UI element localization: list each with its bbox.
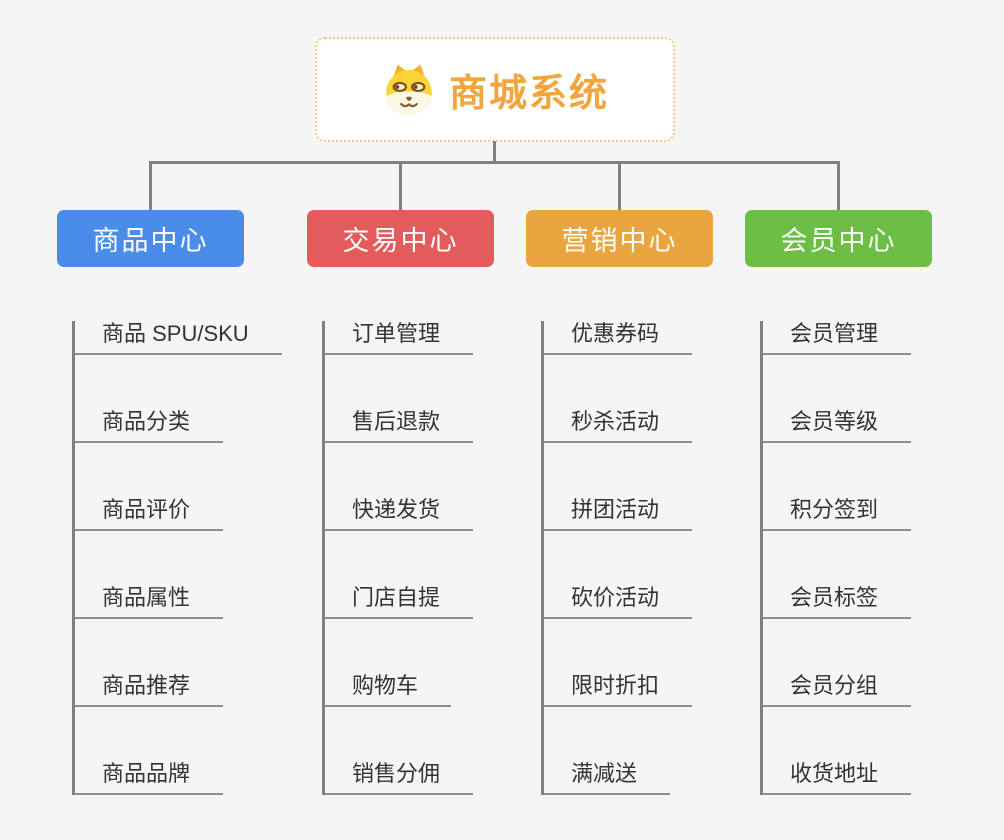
- leaf-node[interactable]: 满减送: [544, 761, 671, 795]
- branch-node-marketing-center[interactable]: 营销中心: [526, 210, 713, 267]
- leaf-node[interactable]: 商品品牌: [75, 761, 224, 795]
- dog-face-icon: [386, 64, 432, 115]
- leaf-node[interactable]: 会员等级: [763, 409, 912, 443]
- leaf-node[interactable]: 限时折扣: [544, 673, 693, 707]
- leaf-node[interactable]: 会员管理: [763, 321, 912, 355]
- leaf-node[interactable]: 售后退款: [325, 409, 474, 443]
- root-node[interactable]: 商城系统: [315, 37, 675, 142]
- branch-node-product-center[interactable]: 商品中心: [57, 210, 244, 267]
- root-node-title: 商城系统: [448, 73, 609, 115]
- leaf-node[interactable]: 快递发货: [325, 497, 474, 531]
- leaf-node[interactable]: 拼团活动: [544, 497, 693, 531]
- branch-leaves-member: 会员管理 会员等级 积分签到 会员标签 会员分组 收货地址: [760, 321, 932, 795]
- branch-column-product: 商品中心 商品 SPU/SKU 商品分类 商品评价 商品属性 商品推荐 商品品牌: [57, 210, 282, 795]
- branch-node-trade-center[interactable]: 交易中心: [307, 210, 494, 267]
- leaf-node[interactable]: 商品 SPU/SKU: [75, 321, 282, 355]
- leaf-node[interactable]: 商品推荐: [75, 673, 224, 707]
- connector-root-drop: [493, 141, 496, 162]
- leaf-node[interactable]: 商品分类: [75, 409, 224, 443]
- leaf-node[interactable]: 销售分佣: [325, 761, 474, 795]
- leaf-node[interactable]: 门店自提: [325, 585, 474, 619]
- branch-leaves-product: 商品 SPU/SKU 商品分类 商品评价 商品属性 商品推荐 商品品牌: [72, 321, 282, 795]
- branch-leaves-trade: 订单管理 售后退款 快递发货 门店自提 购物车 销售分佣: [322, 321, 494, 795]
- leaf-node[interactable]: 优惠券码: [544, 321, 693, 355]
- branch-column-member: 会员中心 会员管理 会员等级 积分签到 会员标签 会员分组 收货地址: [745, 210, 932, 795]
- leaf-node[interactable]: 会员分组: [763, 673, 912, 707]
- branch-node-member-center[interactable]: 会员中心: [745, 210, 932, 267]
- leaf-node[interactable]: 购物车: [325, 673, 452, 707]
- connector-drop-product: [149, 161, 152, 210]
- leaf-node[interactable]: 会员标签: [763, 585, 912, 619]
- branch-column-marketing: 营销中心 优惠券码 秒杀活动 拼团活动 砍价活动 限时折扣 满减送: [526, 210, 713, 795]
- leaf-node[interactable]: 收货地址: [763, 761, 912, 795]
- leaf-node[interactable]: 秒杀活动: [544, 409, 693, 443]
- branch-column-trade: 交易中心 订单管理 售后退款 快递发货 门店自提 购物车 销售分佣: [307, 210, 494, 795]
- branch-leaves-marketing: 优惠券码 秒杀活动 拼团活动 砍价活动 限时折扣 满减送: [541, 321, 713, 795]
- connector-horizontal-line: [149, 161, 840, 164]
- leaf-node[interactable]: 商品评价: [75, 497, 224, 531]
- leaf-node[interactable]: 积分签到: [763, 497, 912, 531]
- leaf-node[interactable]: 砍价活动: [544, 585, 693, 619]
- leaf-node[interactable]: 订单管理: [325, 321, 474, 355]
- connector-drop-marketing: [618, 161, 621, 210]
- leaf-node[interactable]: 商品属性: [75, 585, 224, 619]
- connector-drop-member: [837, 161, 840, 210]
- connector-drop-trade: [399, 161, 402, 210]
